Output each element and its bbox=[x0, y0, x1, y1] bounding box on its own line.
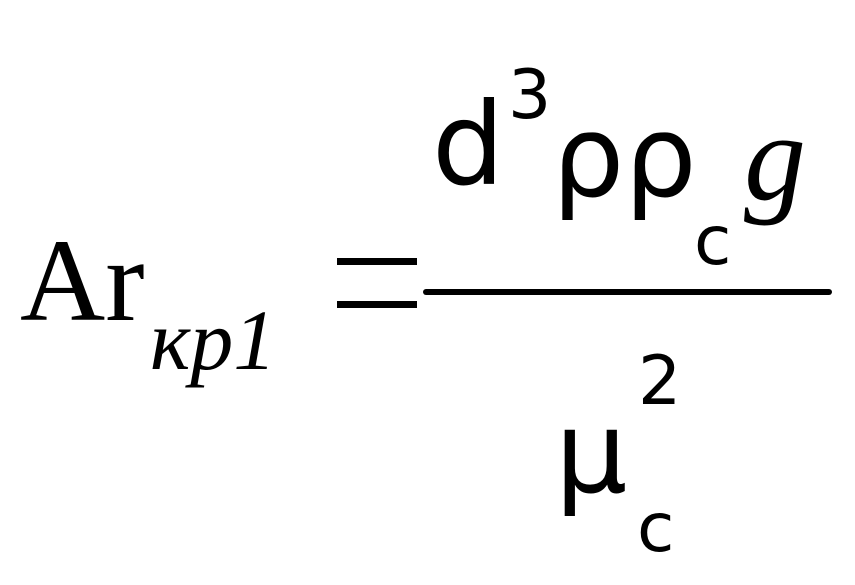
fraction-bar bbox=[423, 289, 832, 295]
denominator-subscript: c bbox=[637, 489, 675, 568]
numerator-gravity: g bbox=[744, 89, 806, 226]
numerator-diameter: d bbox=[432, 78, 505, 211]
equals-bar-bottom bbox=[337, 301, 417, 308]
archimedes-symbol: Ar bbox=[20, 215, 145, 346]
numerator-exponent: 3 bbox=[508, 56, 552, 135]
numerator-densities: ρρ bbox=[552, 90, 697, 223]
equals-bar-top bbox=[337, 258, 417, 265]
denominator-exponent: 2 bbox=[638, 342, 682, 421]
numerator-density-subscript: c bbox=[694, 202, 732, 281]
denominator-viscosity: μ bbox=[555, 386, 628, 519]
equals-sign bbox=[337, 258, 417, 312]
archimedes-subscript: кр1 bbox=[150, 292, 277, 388]
